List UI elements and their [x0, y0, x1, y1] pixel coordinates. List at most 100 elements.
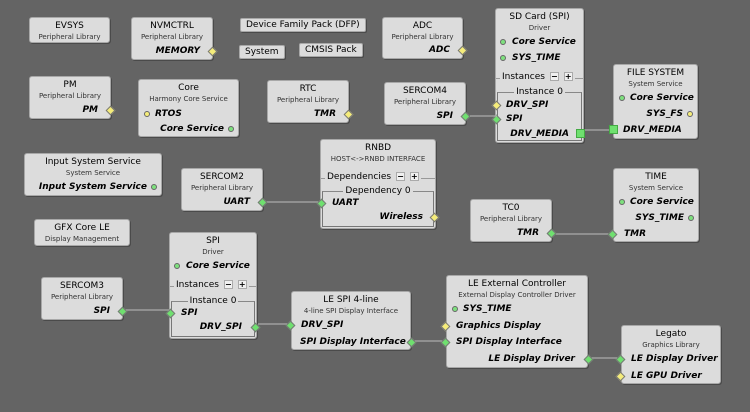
le-gpu-driver-connector-icon[interactable]	[615, 371, 626, 382]
dependency-0-box: Dependency 0 UART Wireless	[316, 186, 440, 227]
core-service-connector-icon[interactable]	[174, 263, 180, 269]
tmr-connector-icon[interactable]	[607, 229, 618, 240]
core-service-connector-icon[interactable]	[619, 199, 625, 205]
system-button[interactable]: System	[239, 45, 285, 59]
spi-connector-icon[interactable]	[460, 111, 471, 122]
node-title: EVSYS	[55, 21, 84, 31]
node-rnbd[interactable]: RNBD HOST<->RNBD INTERFACE Dependencies …	[316, 139, 440, 229]
memory-connector-icon[interactable]	[207, 46, 218, 57]
remove-instance-button[interactable]: −	[223, 280, 233, 289]
port-input-system-service: Input System Service	[38, 182, 147, 192]
node-sercom3[interactable]: SERCOM3 Peripheral Library SPI	[41, 277, 128, 320]
node-gfx-core[interactable]: GFX Core LE Display Management	[34, 219, 130, 246]
spi-display-interface-connector-icon[interactable]	[406, 337, 417, 348]
adc-connector-icon[interactable]	[457, 45, 468, 56]
node-sercom4[interactable]: SERCOM4 Peripheral Library SPI	[384, 82, 471, 125]
spi-display-interface-connector-icon[interactable]	[440, 337, 451, 348]
port-uart: UART	[332, 198, 359, 208]
node-title: NVMCTRL	[150, 21, 194, 31]
core-service-connector-icon[interactable]	[500, 39, 506, 45]
uart-connector-icon[interactable]	[316, 198, 327, 209]
drv-spi-connector-icon[interactable]	[285, 320, 296, 331]
port-tmr: TMR	[516, 228, 539, 238]
port-spi-display-interface: SPI Display Interface	[300, 337, 406, 347]
wireless-connector-icon[interactable]	[429, 212, 440, 223]
instances-label: Instances	[176, 280, 219, 290]
add-instance-button[interactable]: +	[563, 72, 573, 81]
node-nvmctrl[interactable]: NVMCTRL Peripheral Library MEMORY	[131, 17, 218, 60]
input-system-connector-icon[interactable]	[151, 184, 157, 190]
drv-media-connector-icon[interactable]	[609, 125, 618, 134]
node-filesystem[interactable]: FILE SYSTEM System Service Core Service …	[609, 64, 698, 139]
dfp-button[interactable]: Device Family Pack (DFP)	[240, 18, 366, 32]
node-core[interactable]: Core Harmony Core Service RTOS Core Serv…	[138, 79, 239, 137]
add-dependency-button[interactable]: +	[409, 172, 419, 181]
node-title: GFX Core LE	[54, 223, 110, 233]
sys-fs-connector-icon[interactable]	[687, 111, 693, 117]
core-service-connector-icon[interactable]	[228, 126, 234, 132]
port-graphics-display: Graphics Display	[456, 321, 541, 331]
node-subtitle: System Service	[628, 184, 684, 192]
node-subtitle: Harmony Core Service	[149, 95, 228, 103]
spi-connector-icon[interactable]	[491, 114, 502, 125]
port-pm: PM	[82, 105, 98, 115]
node-pm[interactable]: PM Peripheral Library PM	[29, 76, 116, 119]
sys-time-connector-icon[interactable]	[500, 55, 506, 61]
port-drv-spi: DRV_SPI	[301, 320, 344, 330]
port-core-service: Core Service	[630, 93, 694, 103]
node-rtc[interactable]: RTC Peripheral Library TMR	[267, 80, 354, 123]
instances-row: Instances − +	[500, 72, 575, 83]
core-service-connector-icon[interactable]	[619, 95, 625, 101]
node-title: TC0	[502, 203, 520, 213]
drv-media-connector-icon[interactable]	[576, 129, 585, 138]
node-subtitle: 4-line SPI Display Interface	[303, 307, 399, 315]
node-spi-driver[interactable]: SPI Driver Core Service Instances − + In…	[165, 232, 261, 339]
port-le-display-driver: LE Display Driver	[488, 354, 575, 364]
remove-dependency-button[interactable]: −	[395, 172, 405, 181]
node-title: Core	[178, 83, 199, 93]
node-title: RNBD	[364, 143, 392, 153]
node-sercom2[interactable]: SERCOM2 Peripheral Library UART	[181, 168, 268, 211]
node-sdcard[interactable]: SD Card (SPI) Driver Core Service SYS_TI…	[491, 8, 585, 143]
sys-time-connector-icon[interactable]	[452, 306, 458, 312]
node-subtitle: Display Management	[44, 235, 120, 243]
node-le-external-controller[interactable]: LE External Controller External Display …	[440, 275, 594, 368]
instances-label: Instances	[502, 72, 545, 82]
port-core-service: Core Service	[160, 124, 224, 134]
remove-instance-button[interactable]: −	[549, 72, 559, 81]
node-input-system[interactable]: Input System Service System Service Inpu…	[24, 153, 162, 196]
node-title: LE SPI 4-line	[323, 295, 379, 305]
node-subtitle: Peripheral Library	[391, 33, 454, 41]
instance-0-box: Instance 0 DRV_SPI SPI DRV_MEDIA	[491, 87, 585, 141]
le-display-driver-connector-icon[interactable]	[583, 354, 594, 365]
node-title: SERCOM2	[199, 172, 245, 182]
tmr-connector-icon[interactable]	[343, 109, 354, 120]
uart-connector-icon[interactable]	[257, 197, 268, 208]
node-time[interactable]: TIME System Service Core Service SYS_TIM…	[607, 168, 699, 242]
rtos-connector-icon[interactable]	[144, 111, 150, 117]
spi-connector-icon[interactable]	[165, 308, 176, 319]
tmr-connector-icon[interactable]	[546, 228, 557, 239]
node-subtitle: HOST<->RNBD INTERFACE	[330, 155, 426, 163]
sys-time-connector-icon[interactable]	[688, 215, 694, 221]
dependencies-row: Dependencies − +	[325, 172, 421, 183]
graphics-display-connector-icon[interactable]	[440, 321, 451, 332]
drv-spi-connector-icon[interactable]	[250, 322, 261, 333]
cmsis-pack-button[interactable]: CMSIS Pack	[299, 43, 363, 57]
le-display-driver-connector-icon[interactable]	[615, 354, 626, 365]
node-adc[interactable]: ADC Peripheral Library ADC	[382, 17, 468, 59]
node-legato[interactable]: Legato Graphics Library LE Display Drive…	[615, 325, 721, 384]
pm-connector-icon[interactable]	[105, 105, 116, 116]
instance-label: Instance 0	[187, 296, 239, 306]
add-instance-button[interactable]: +	[237, 280, 247, 289]
port-memory: MEMORY	[155, 46, 200, 56]
node-le-spi-4line[interactable]: LE SPI 4-line 4-line SPI Display Interfa…	[285, 291, 417, 350]
node-subtitle: Peripheral Library	[38, 33, 101, 41]
spi-connector-icon[interactable]	[117, 306, 128, 317]
drv-spi-connector-icon[interactable]	[491, 100, 502, 111]
node-tc0[interactable]: TC0 Peripheral Library TMR	[470, 199, 557, 242]
node-evsys[interactable]: EVSYS Peripheral Library	[29, 17, 110, 43]
node-title: Input System Service	[45, 157, 141, 167]
node-title: PM	[63, 80, 77, 90]
